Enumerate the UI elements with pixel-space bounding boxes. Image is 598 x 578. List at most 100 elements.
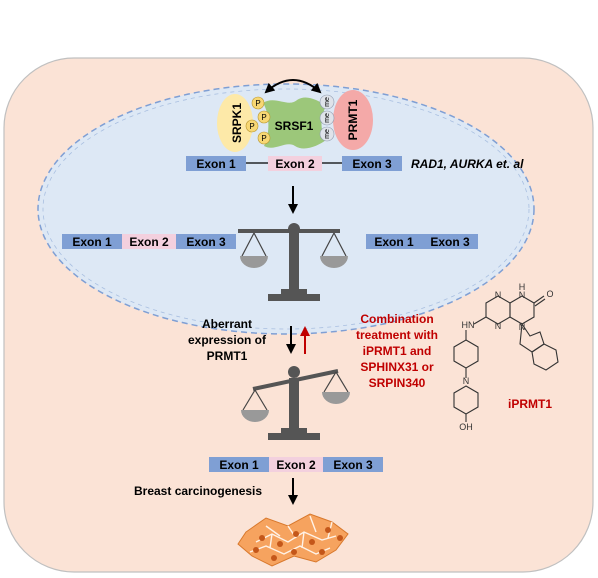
scale-base	[268, 294, 320, 301]
exon-3-block	[342, 156, 402, 171]
exon-3-label: Exon 3	[186, 235, 226, 249]
srpk1-label: SRPK1	[230, 103, 244, 143]
balance-scale-tilted	[241, 366, 350, 440]
scale-string	[321, 232, 335, 257]
srpk1-protein	[217, 94, 253, 152]
exon-3-block	[176, 234, 236, 249]
phospho-mark-label: P	[261, 113, 266, 122]
phospho-mark-label: P	[249, 122, 254, 131]
exon-3-label: Exon 3	[352, 157, 392, 171]
iprmt1-chemical-structure	[453, 295, 559, 422]
treatment-line-4: SPHINX31 or	[360, 360, 434, 374]
exon-1-block	[62, 234, 122, 249]
atom-label: OH	[459, 422, 473, 432]
iprmt1-atom-labels: N N N H O N HN N OH	[459, 282, 553, 432]
phospho-mark-label: P	[255, 99, 260, 108]
scale-base	[268, 433, 320, 440]
exon-2-label: Exon 2	[275, 157, 315, 171]
scale-string	[241, 232, 255, 257]
phospho-mark	[245, 119, 259, 133]
scale-pivot	[288, 223, 300, 235]
combination-treatment-label: Combination treatment with iPRMT1 and SP…	[356, 312, 438, 390]
atom-label: N	[519, 322, 526, 332]
isoform-full-length: Exon 1 Exon 2 Exon 3	[62, 234, 236, 249]
treatment-line-2: treatment with	[356, 328, 438, 342]
nucleus-inner-outline	[42, 88, 530, 330]
pre-mrna-gene: Exon 1 Exon 2 Exon 3	[186, 156, 402, 171]
methyl-mark-label: me	[324, 97, 331, 107]
atom-label: N	[519, 290, 526, 300]
phospho-mark	[251, 96, 265, 110]
exon-3-block	[323, 457, 383, 472]
exon-2-block	[269, 457, 323, 472]
prmt1-protein	[333, 90, 373, 150]
cell-nucleus	[337, 535, 343, 541]
iprmt1-label: iPRMT1	[508, 397, 552, 411]
exon-3-block	[422, 234, 478, 249]
scale-column	[289, 378, 299, 428]
scale-string	[333, 232, 347, 257]
scale-pan-right	[320, 256, 348, 268]
aberrant-line-2: expression of	[188, 333, 267, 347]
exon-2-block	[268, 156, 322, 171]
methyl-mark-label: me	[324, 113, 331, 123]
treatment-line-1: Combination	[360, 312, 433, 326]
srsf1-protein	[263, 97, 326, 149]
aberrant-line-1: Aberrant	[202, 317, 252, 331]
atom-label: O	[546, 289, 553, 299]
exon-1-label: Exon 1	[219, 458, 259, 472]
exon-2-block	[122, 234, 176, 249]
exon-3-label: Exon 3	[333, 458, 373, 472]
cell-nucleus	[319, 549, 325, 555]
methyl-mark	[319, 126, 335, 142]
scale-base-top	[281, 289, 307, 294]
methyl-mark-label: me	[324, 129, 331, 139]
scale-base-top	[281, 428, 307, 433]
methylation-marks: me me me	[319, 94, 335, 142]
scale-string	[335, 371, 349, 393]
cell-nucleus	[259, 535, 265, 541]
exon-2-label: Exon 2	[276, 458, 316, 472]
scale-pan-left	[240, 256, 268, 268]
breast-carcinogenesis-label: Breast carcinogenesis	[134, 484, 262, 498]
prmt1-label: PRMT1	[346, 99, 360, 140]
cell-nucleus	[291, 549, 297, 555]
aberrant-expression-label: Aberrant expression of PRMT1	[188, 317, 267, 363]
phospho-mark-label: P	[261, 134, 266, 143]
exon-1-label: Exon 1	[196, 157, 236, 171]
atom-label: H	[519, 282, 526, 292]
atom-label: N	[495, 290, 502, 300]
tumor-tissue-illustration	[237, 513, 349, 567]
resulting-isoform: Exon 1 Exon 2 Exon 3	[209, 457, 383, 472]
cell-nucleus	[325, 527, 331, 533]
cell-nucleus	[271, 555, 277, 561]
scale-pivot	[288, 366, 300, 378]
atom-label: N	[463, 376, 470, 386]
scale-pan-right	[322, 392, 350, 404]
exon-3-label: Exon 3	[430, 235, 470, 249]
scale-string	[323, 371, 337, 393]
cell-nucleus	[277, 541, 283, 547]
interaction-double-arrow	[264, 79, 322, 94]
atom-label: N	[495, 321, 502, 331]
target-genes-label: RAD1, AURKA et. al	[411, 157, 524, 171]
scale-column	[289, 233, 299, 289]
methyl-mark	[319, 94, 335, 110]
cell-nucleus	[253, 547, 259, 553]
aberrant-line-3: PRMT1	[207, 349, 248, 363]
scale-pan-left	[241, 410, 269, 422]
carbonyl-bond	[533, 295, 545, 304]
isoform-exon2-skipped: Exon 1 Exon 3	[366, 234, 478, 249]
amine-bond	[473, 316, 487, 325]
exon-1-label: Exon 1	[374, 235, 414, 249]
carbonyl-bond	[534, 298, 546, 307]
exon-1-label: Exon 1	[72, 235, 112, 249]
phospho-mark	[257, 110, 271, 124]
srsf1-label: SRSF1	[275, 119, 314, 133]
methyl-mark	[319, 110, 335, 126]
atom-label: HN	[462, 320, 475, 330]
exon-1-block	[366, 234, 422, 249]
phospho-mark	[257, 131, 271, 145]
benzo-ring	[531, 343, 559, 371]
